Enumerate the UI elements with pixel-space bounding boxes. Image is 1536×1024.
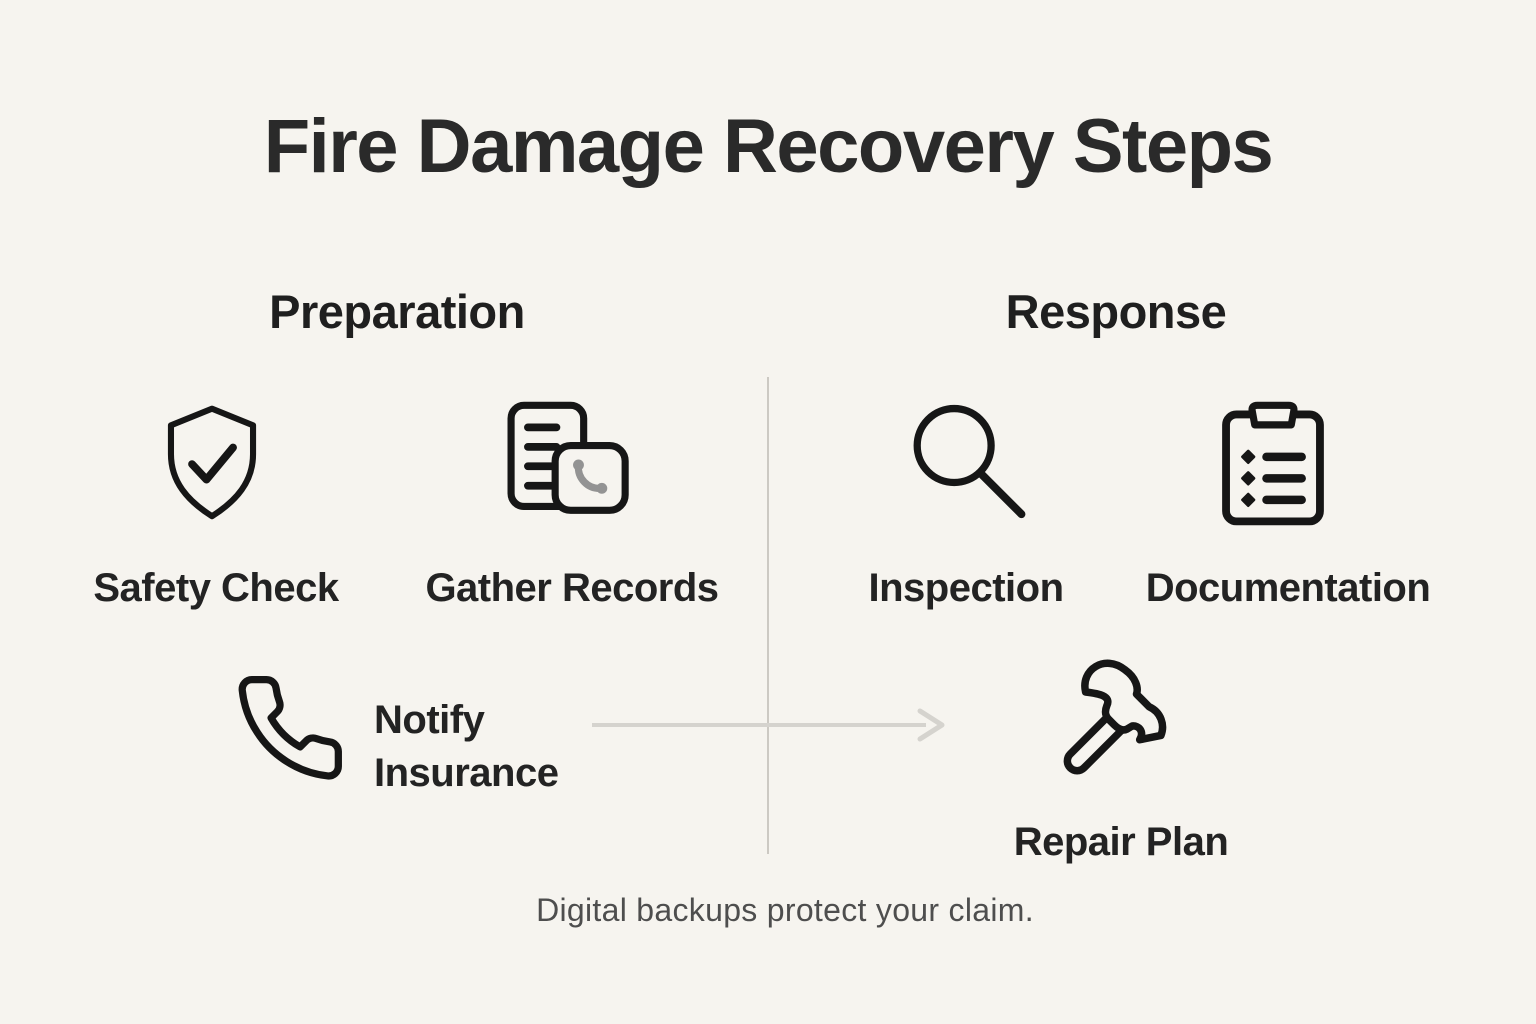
label-documentation: Documentation: [1145, 566, 1431, 610]
documents-phone-icon: [502, 400, 642, 530]
phone-handset-icon: [232, 670, 348, 786]
shield-check-icon: [156, 402, 268, 524]
label-repair-plan: Repair Plan: [1013, 820, 1229, 864]
hammer-icon: [1035, 652, 1185, 802]
label-notify-insurance: Notify Insurance: [374, 698, 559, 796]
flow-arrow-icon: [588, 703, 960, 752]
magnifier-icon: [904, 398, 1036, 530]
label-gather-records: Gather Records: [425, 566, 719, 610]
footer-caption: Digital backups protect your claim.: [536, 892, 1034, 928]
column-heading-preparation: Preparation: [269, 285, 525, 338]
label-safety-check: Safety Check: [93, 566, 339, 610]
page-title: Fire Damage Recovery Steps: [263, 104, 1274, 189]
column-divider: [767, 377, 769, 854]
column-heading-response: Response: [1005, 285, 1227, 338]
clipboard-checklist-icon: [1213, 398, 1333, 530]
label-inspection: Inspection: [868, 566, 1064, 610]
